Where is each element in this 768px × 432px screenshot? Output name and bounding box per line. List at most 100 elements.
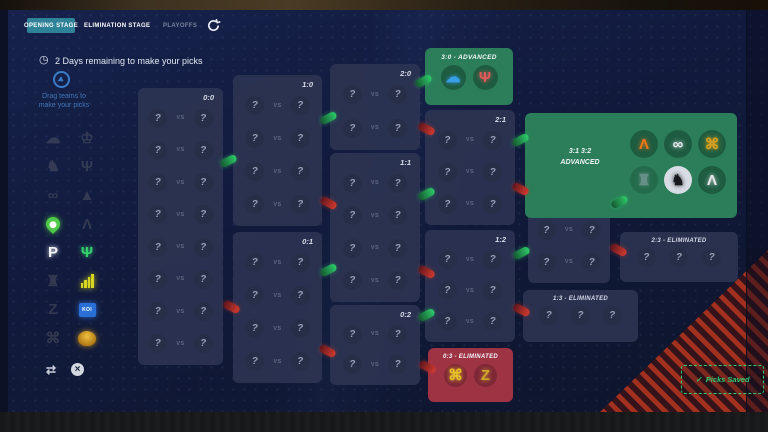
team-slot[interactable]: ? xyxy=(193,108,213,128)
team-slot[interactable]: ? xyxy=(148,237,168,257)
team-slot[interactable]: ? xyxy=(290,162,310,181)
team-slot[interactable]: ? xyxy=(245,96,265,115)
team-slot[interactable]: ? xyxy=(245,286,265,305)
team-slot[interactable]: ? xyxy=(290,352,310,371)
team-slot[interactable]: ? xyxy=(290,129,310,148)
team-logo: ♞ xyxy=(664,166,692,194)
refresh-button[interactable] xyxy=(206,18,221,33)
team-slot[interactable]: ? xyxy=(148,205,168,225)
team-slot[interactable]: ? xyxy=(342,271,362,291)
sidebar-team-tiger[interactable] xyxy=(70,324,104,353)
team-slot[interactable]: ? xyxy=(437,162,457,182)
team-slot[interactable]: ? xyxy=(582,252,602,272)
sidebar-team-green-wings[interactable]: Ψ xyxy=(70,238,104,267)
tab-elimination-stage[interactable]: ELIMINATION STAGE xyxy=(84,22,151,29)
picks-saved-button[interactable]: ✓ Picks Saved xyxy=(681,365,764,394)
team-slot[interactable]: ? xyxy=(290,195,310,214)
team-slot[interactable]: ? xyxy=(602,306,622,325)
team-slot[interactable]: ? xyxy=(388,206,408,226)
team-slot[interactable]: ? xyxy=(193,334,213,354)
team-slot[interactable]: ? xyxy=(483,250,503,269)
team-slot[interactable]: ? xyxy=(483,194,503,214)
team-slot[interactable]: ? xyxy=(342,324,362,344)
shuffle-button[interactable]: ⇄ xyxy=(46,363,57,377)
sidebar-team-panther[interactable]: ♞ xyxy=(36,153,70,182)
team-slot[interactable]: ? xyxy=(290,96,310,115)
team-slot[interactable]: ? xyxy=(570,306,590,325)
team-slot[interactable]: ? xyxy=(193,140,213,160)
team-slot[interactable]: ? xyxy=(437,194,457,214)
sidebar-team-peak[interactable]: ▲ xyxy=(70,181,104,210)
tab-playoffs[interactable]: PLAYOFFS xyxy=(163,22,198,29)
team-slot[interactable]: ? xyxy=(342,85,362,105)
team-slot[interactable]: ? xyxy=(148,334,168,354)
team-slot[interactable]: ? xyxy=(290,319,310,338)
team-slot[interactable]: ? xyxy=(388,85,408,105)
team-slot[interactable]: ? xyxy=(342,173,362,193)
team-slot[interactable]: ? xyxy=(342,238,362,258)
team-slot[interactable]: ? xyxy=(388,118,408,138)
sidebar-team-z-mark[interactable]: Z xyxy=(36,296,70,325)
team-slot[interactable]: ? xyxy=(245,319,265,338)
sidebar-team-gold-bars[interactable] xyxy=(70,267,104,296)
sidebar-team-pain-p[interactable]: P xyxy=(36,238,70,267)
team-slot[interactable]: ? xyxy=(148,108,168,128)
team-slot[interactable]: ? xyxy=(582,220,602,240)
team-slot[interactable]: ? xyxy=(148,140,168,160)
sidebar-team-panda-pin[interactable] xyxy=(36,210,70,239)
team-slot[interactable]: ? xyxy=(245,195,265,214)
team-slot[interactable]: ? xyxy=(290,286,310,305)
right-frame-strip xyxy=(746,10,768,412)
sidebar-team-cloud[interactable]: ☁ xyxy=(36,124,70,153)
team-slot[interactable]: ? xyxy=(636,248,656,267)
team-slot[interactable]: ? xyxy=(342,118,362,138)
team-slot[interactable]: ? xyxy=(437,250,457,269)
match-group-2-1: 2:1 ?VS??VS??VS? xyxy=(425,110,515,225)
match-row: ?VS? xyxy=(338,200,412,233)
team-slot[interactable]: ? xyxy=(245,253,265,272)
team-slot[interactable]: ? xyxy=(193,237,213,257)
team-slot[interactable]: ? xyxy=(388,324,408,344)
team-slot[interactable]: ? xyxy=(536,252,556,272)
team-slot[interactable]: ? xyxy=(245,162,265,181)
sidebar-team-wings[interactable]: Ψ xyxy=(70,153,104,182)
team-slot[interactable]: ? xyxy=(388,173,408,193)
team-slot[interactable]: ? xyxy=(536,220,556,240)
team-slot[interactable]: ? xyxy=(437,130,457,150)
team-slot[interactable]: ? xyxy=(148,302,168,322)
team-slot[interactable]: ? xyxy=(669,248,689,267)
sidebar-team-crown[interactable]: ♔ xyxy=(70,124,104,153)
team-slot[interactable]: ? xyxy=(245,352,265,371)
team-slot[interactable]: ? xyxy=(148,269,168,289)
team-slot[interactable]: ? xyxy=(388,271,408,291)
team-slot[interactable]: ? xyxy=(342,206,362,226)
team-slot[interactable]: ? xyxy=(148,173,168,193)
team-slot[interactable]: ? xyxy=(483,281,503,300)
clear-picks-button[interactable]: × xyxy=(71,363,84,376)
team-slot[interactable]: ? xyxy=(290,253,310,272)
sidebar-team-triangle-a[interactable]: Λ xyxy=(70,210,104,239)
tab-opening-stage[interactable]: OPENING STAGE xyxy=(24,18,78,33)
team-slot[interactable]: ? xyxy=(483,312,503,331)
drag-hint: Drag teams to make your picks xyxy=(18,92,110,110)
sidebar-team-knot[interactable]: ⌘ xyxy=(36,324,70,353)
team-slot[interactable]: ? xyxy=(483,130,503,150)
team-slot[interactable]: ? xyxy=(388,238,408,258)
sidebar-team-lantern[interactable]: ♜ xyxy=(36,267,70,296)
match-row: ?VS? xyxy=(338,319,412,350)
sidebar-team-koi[interactable]: KOI xyxy=(70,296,104,325)
team-slot[interactable]: ? xyxy=(193,205,213,225)
team-slot[interactable]: ? xyxy=(193,269,213,289)
team-slot[interactable]: ? xyxy=(702,248,722,267)
team-slot[interactable]: ? xyxy=(539,306,559,325)
team-slot[interactable]: ? xyxy=(437,312,457,331)
team-slot[interactable]: ? xyxy=(193,302,213,322)
team-slot[interactable]: ? xyxy=(342,355,362,375)
sidebar-team-infinity[interactable]: ∞ xyxy=(36,181,70,210)
team-slot[interactable]: ? xyxy=(245,129,265,148)
team-slot[interactable]: ? xyxy=(483,162,503,182)
team-slot[interactable]: ? xyxy=(437,281,457,300)
team-slot[interactable]: ? xyxy=(388,355,408,375)
team-slot[interactable]: ? xyxy=(193,173,213,193)
vs-label: VS xyxy=(465,201,475,207)
